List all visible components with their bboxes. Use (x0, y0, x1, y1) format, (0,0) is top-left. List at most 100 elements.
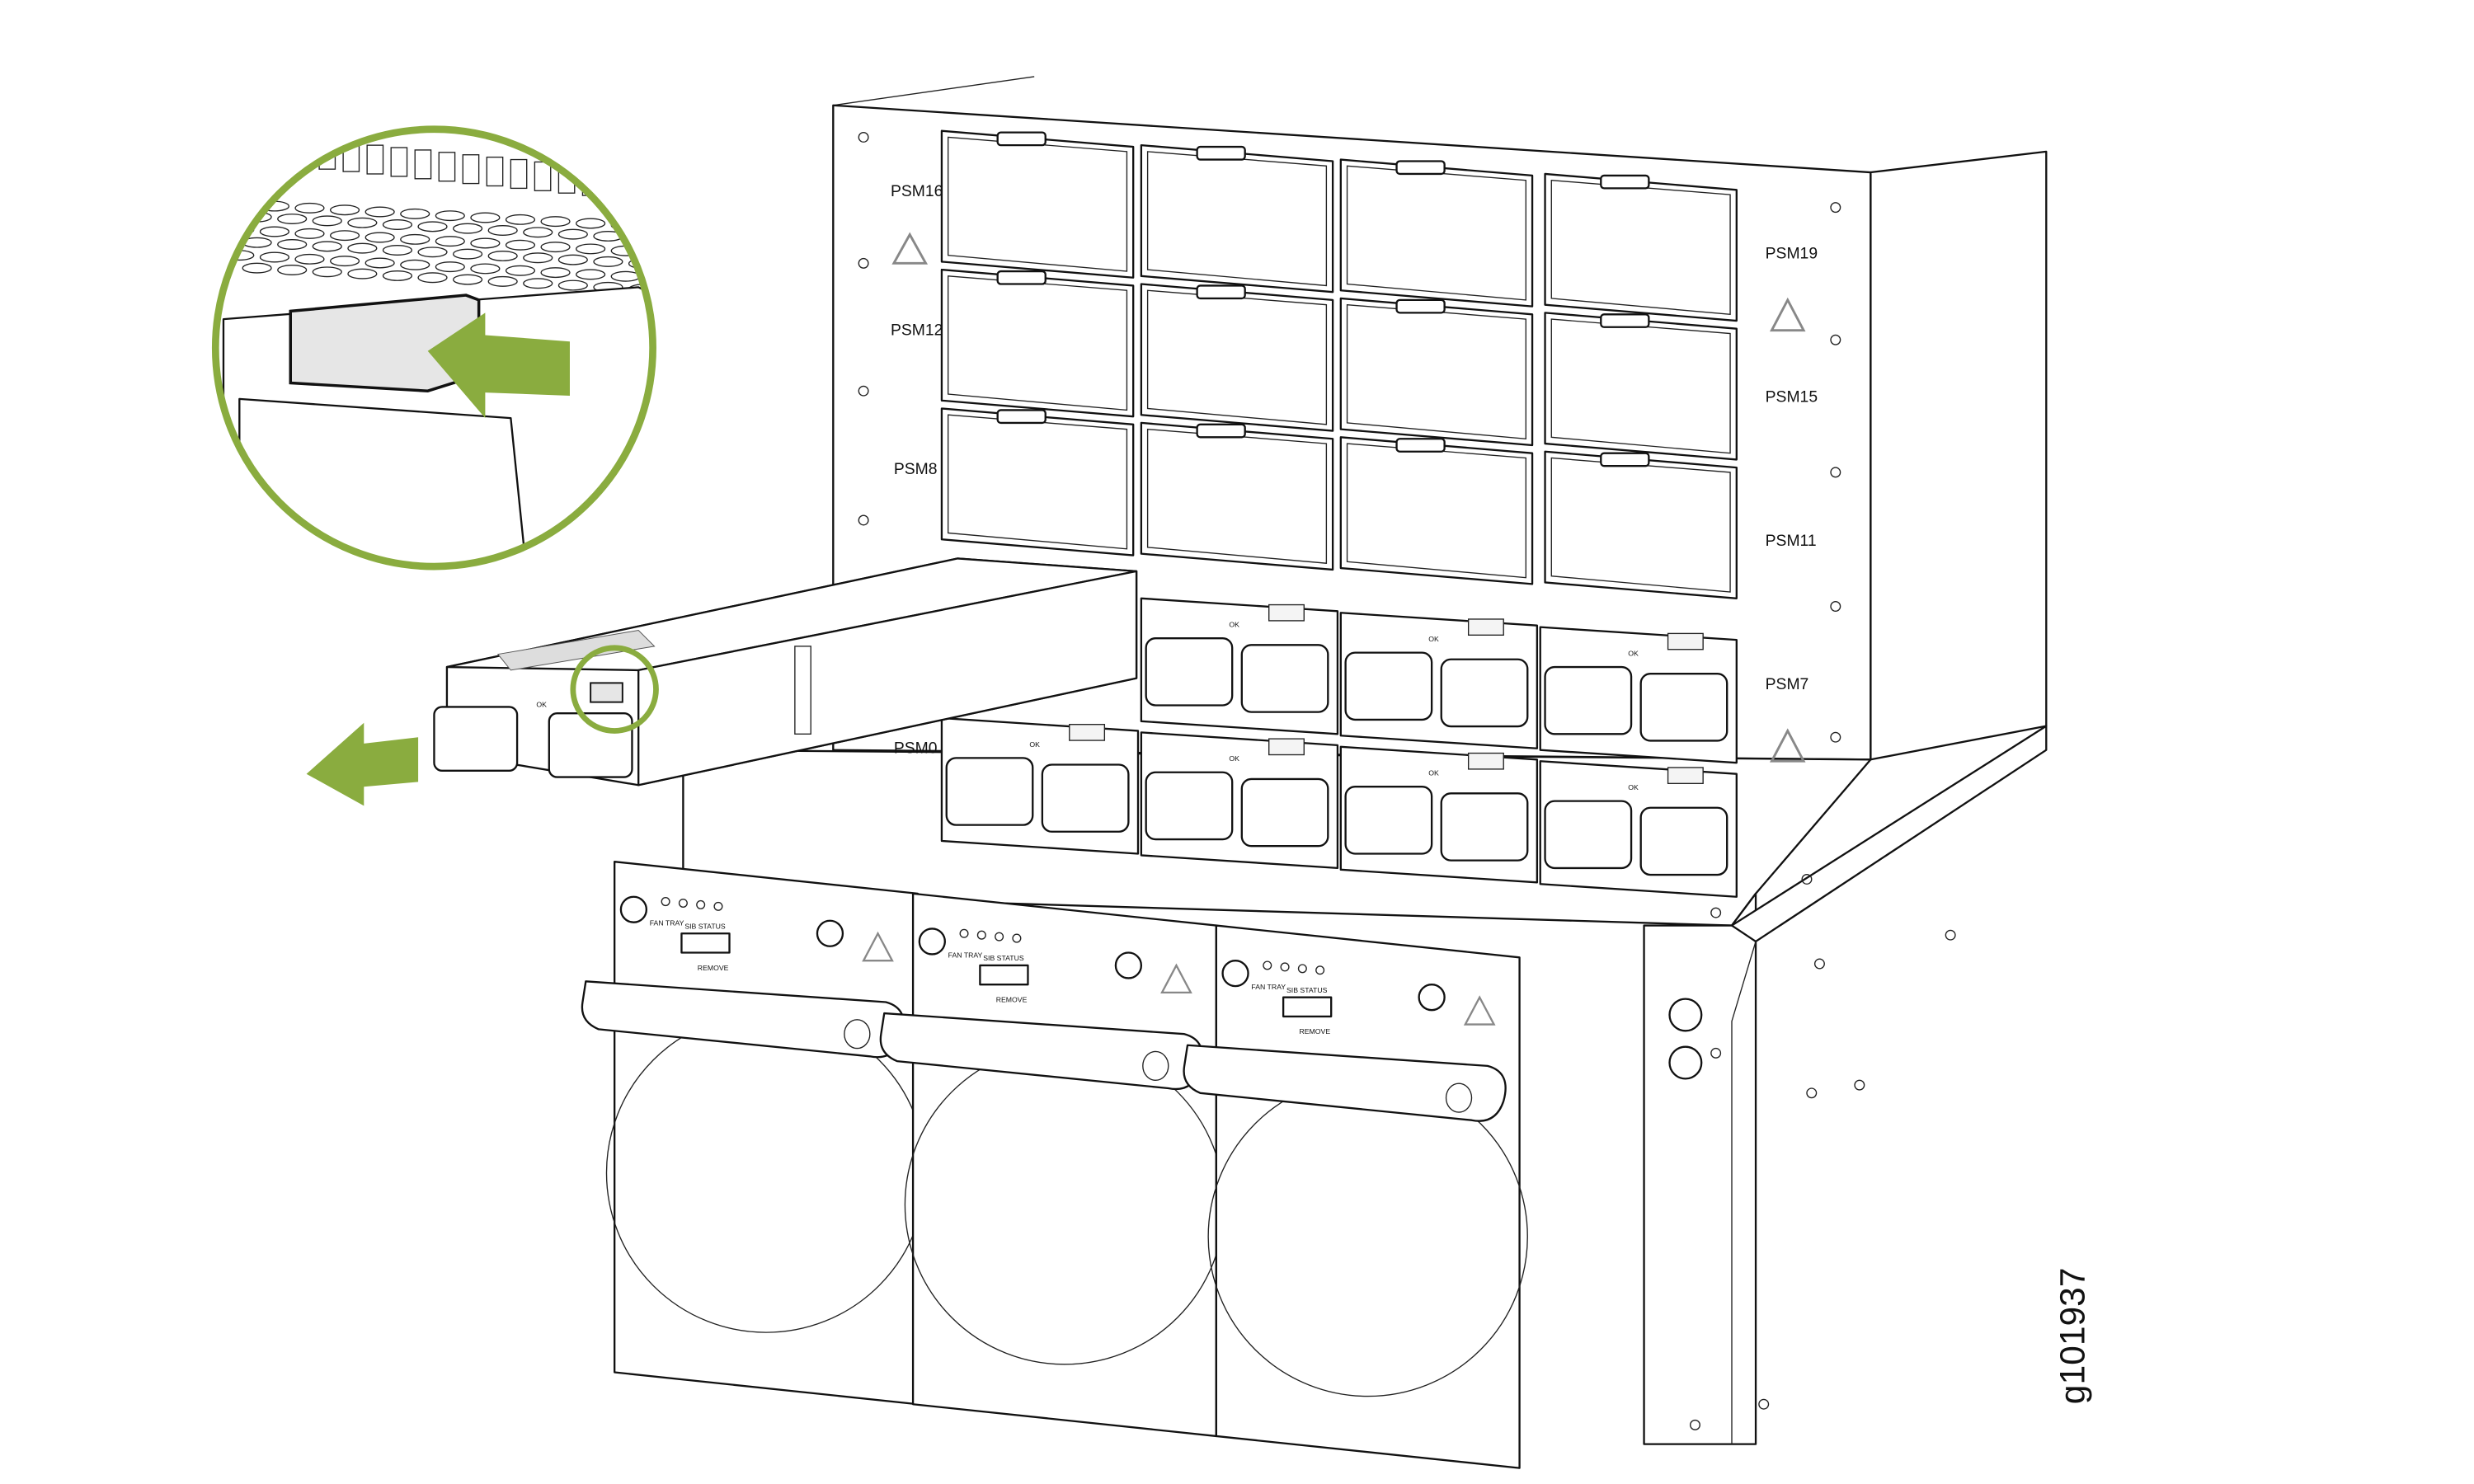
blank-cover-tab[interactable] (1395, 298, 1446, 314)
mesh-hole (400, 208, 430, 219)
handle-grip (1142, 1050, 1169, 1081)
hot-surface-warning-icon (1160, 963, 1192, 994)
mesh-hole (523, 252, 553, 264)
psu-power-connector (1145, 637, 1234, 707)
mesh-hole (312, 241, 342, 252)
mesh-hole (557, 228, 588, 240)
label-psm11: PSM11 (1766, 532, 1817, 550)
chassis-top-edge (833, 76, 1035, 106)
mounting-hole (858, 257, 869, 269)
psu-latch[interactable] (1667, 632, 1704, 650)
captive-screw[interactable] (1221, 960, 1249, 988)
mesh-hole (435, 236, 465, 247)
side-lip (1730, 725, 2048, 943)
magnifier-callout (211, 125, 656, 571)
mesh-hole (435, 261, 465, 273)
mesh-hole (347, 217, 378, 228)
blank-cover-tab[interactable] (1395, 160, 1446, 176)
psu-latch[interactable] (1069, 724, 1106, 741)
blank-cover-tab[interactable] (1196, 423, 1246, 439)
mesh-hole (576, 243, 606, 255)
remove-latch[interactable] (979, 964, 1029, 986)
psu-power-connector (1440, 792, 1529, 862)
captive-screw[interactable] (816, 919, 844, 947)
hot-surface-warning-icon (862, 931, 894, 962)
blank-cover (1544, 450, 1738, 599)
psu-latch[interactable] (590, 682, 623, 703)
mesh-hole (347, 242, 378, 254)
status-led (713, 901, 723, 911)
blank-cover-tab[interactable] (1600, 452, 1650, 467)
hot-surface-warning-icon (891, 232, 1806, 763)
blank-cover-tab[interactable] (1600, 174, 1650, 190)
mesh-hole (453, 274, 483, 285)
psu-ok-led-label: OK (1628, 783, 1639, 791)
pull-arrow-icon (306, 722, 419, 806)
grille-slot (462, 154, 480, 185)
label-psm12: PSM12 (891, 321, 943, 339)
mesh-hole (329, 256, 360, 267)
mesh-hole (470, 263, 501, 275)
mounting-hole (1830, 601, 1841, 612)
blank-cover-inner (948, 275, 1128, 411)
mesh-hole (365, 232, 395, 243)
mounting-hole (1830, 334, 1841, 345)
psu-power-connector (945, 757, 1034, 826)
blank-cover-tab[interactable] (996, 409, 1047, 425)
grille-slot (510, 158, 528, 190)
blank-cover-tab[interactable] (996, 270, 1047, 285)
psu-latch[interactable] (1667, 767, 1704, 784)
mesh-hole (505, 214, 536, 225)
blank-cover-tab[interactable] (1600, 313, 1650, 328)
chassis-rail (1643, 892, 1757, 1445)
mesh-hole (470, 237, 501, 249)
psu-power-connector (1544, 665, 1633, 735)
blank-cover-tab[interactable] (1395, 438, 1446, 453)
mesh-hole (593, 256, 623, 267)
blank-cover-tab[interactable] (1196, 145, 1246, 161)
chassis-side (1870, 150, 2048, 761)
fan-tray-label: FAN TRAY (948, 951, 983, 959)
fan-tray-handle[interactable] (879, 1012, 1204, 1091)
status-led (1297, 964, 1307, 974)
label-psm8: PSM8 (894, 460, 938, 478)
mesh-hole (505, 239, 536, 251)
psu-ok-led-label: OK (1029, 740, 1040, 749)
remove-latch[interactable] (680, 932, 731, 954)
psu-latch[interactable] (1467, 618, 1504, 636)
status-led (678, 898, 688, 908)
remove-label: REMOVE (698, 964, 729, 972)
mesh-hole (540, 216, 571, 228)
mesh-hole (242, 262, 272, 274)
mounting-hole (1710, 907, 1722, 918)
remove-latch[interactable] (1282, 996, 1333, 1018)
mounting-hole (1806, 1087, 1818, 1099)
mesh-hole (312, 266, 342, 278)
mesh-hole (400, 233, 430, 245)
blank-cover-tab[interactable] (1196, 284, 1246, 300)
fan-tray-handle[interactable] (1183, 1044, 1507, 1122)
psu-latch[interactable] (1467, 752, 1504, 770)
mesh-hole (487, 275, 518, 287)
psu-latch[interactable] (1268, 603, 1305, 622)
psu-latch[interactable] (1268, 738, 1305, 756)
mesh-hole (312, 215, 342, 227)
blank-cover (1140, 283, 1334, 432)
blank-cover-tab[interactable] (996, 131, 1047, 147)
mesh-hole (576, 218, 606, 229)
mesh-hole (382, 245, 413, 256)
blank-cover-inner (1550, 318, 1731, 454)
psu-power-connector (1240, 777, 1329, 848)
mesh-hole (417, 221, 448, 232)
captive-screw[interactable] (918, 928, 946, 956)
captive-screw[interactable] (619, 895, 648, 923)
psu-power-connector (1440, 658, 1529, 728)
hot-surface-warning-icon (1463, 995, 1496, 1026)
mesh-hole (277, 214, 308, 225)
psu-power-connector (1544, 800, 1633, 870)
captive-screw[interactable] (1418, 984, 1446, 1012)
captive-screw[interactable] (1114, 951, 1143, 979)
blank-cover (1339, 297, 1534, 447)
